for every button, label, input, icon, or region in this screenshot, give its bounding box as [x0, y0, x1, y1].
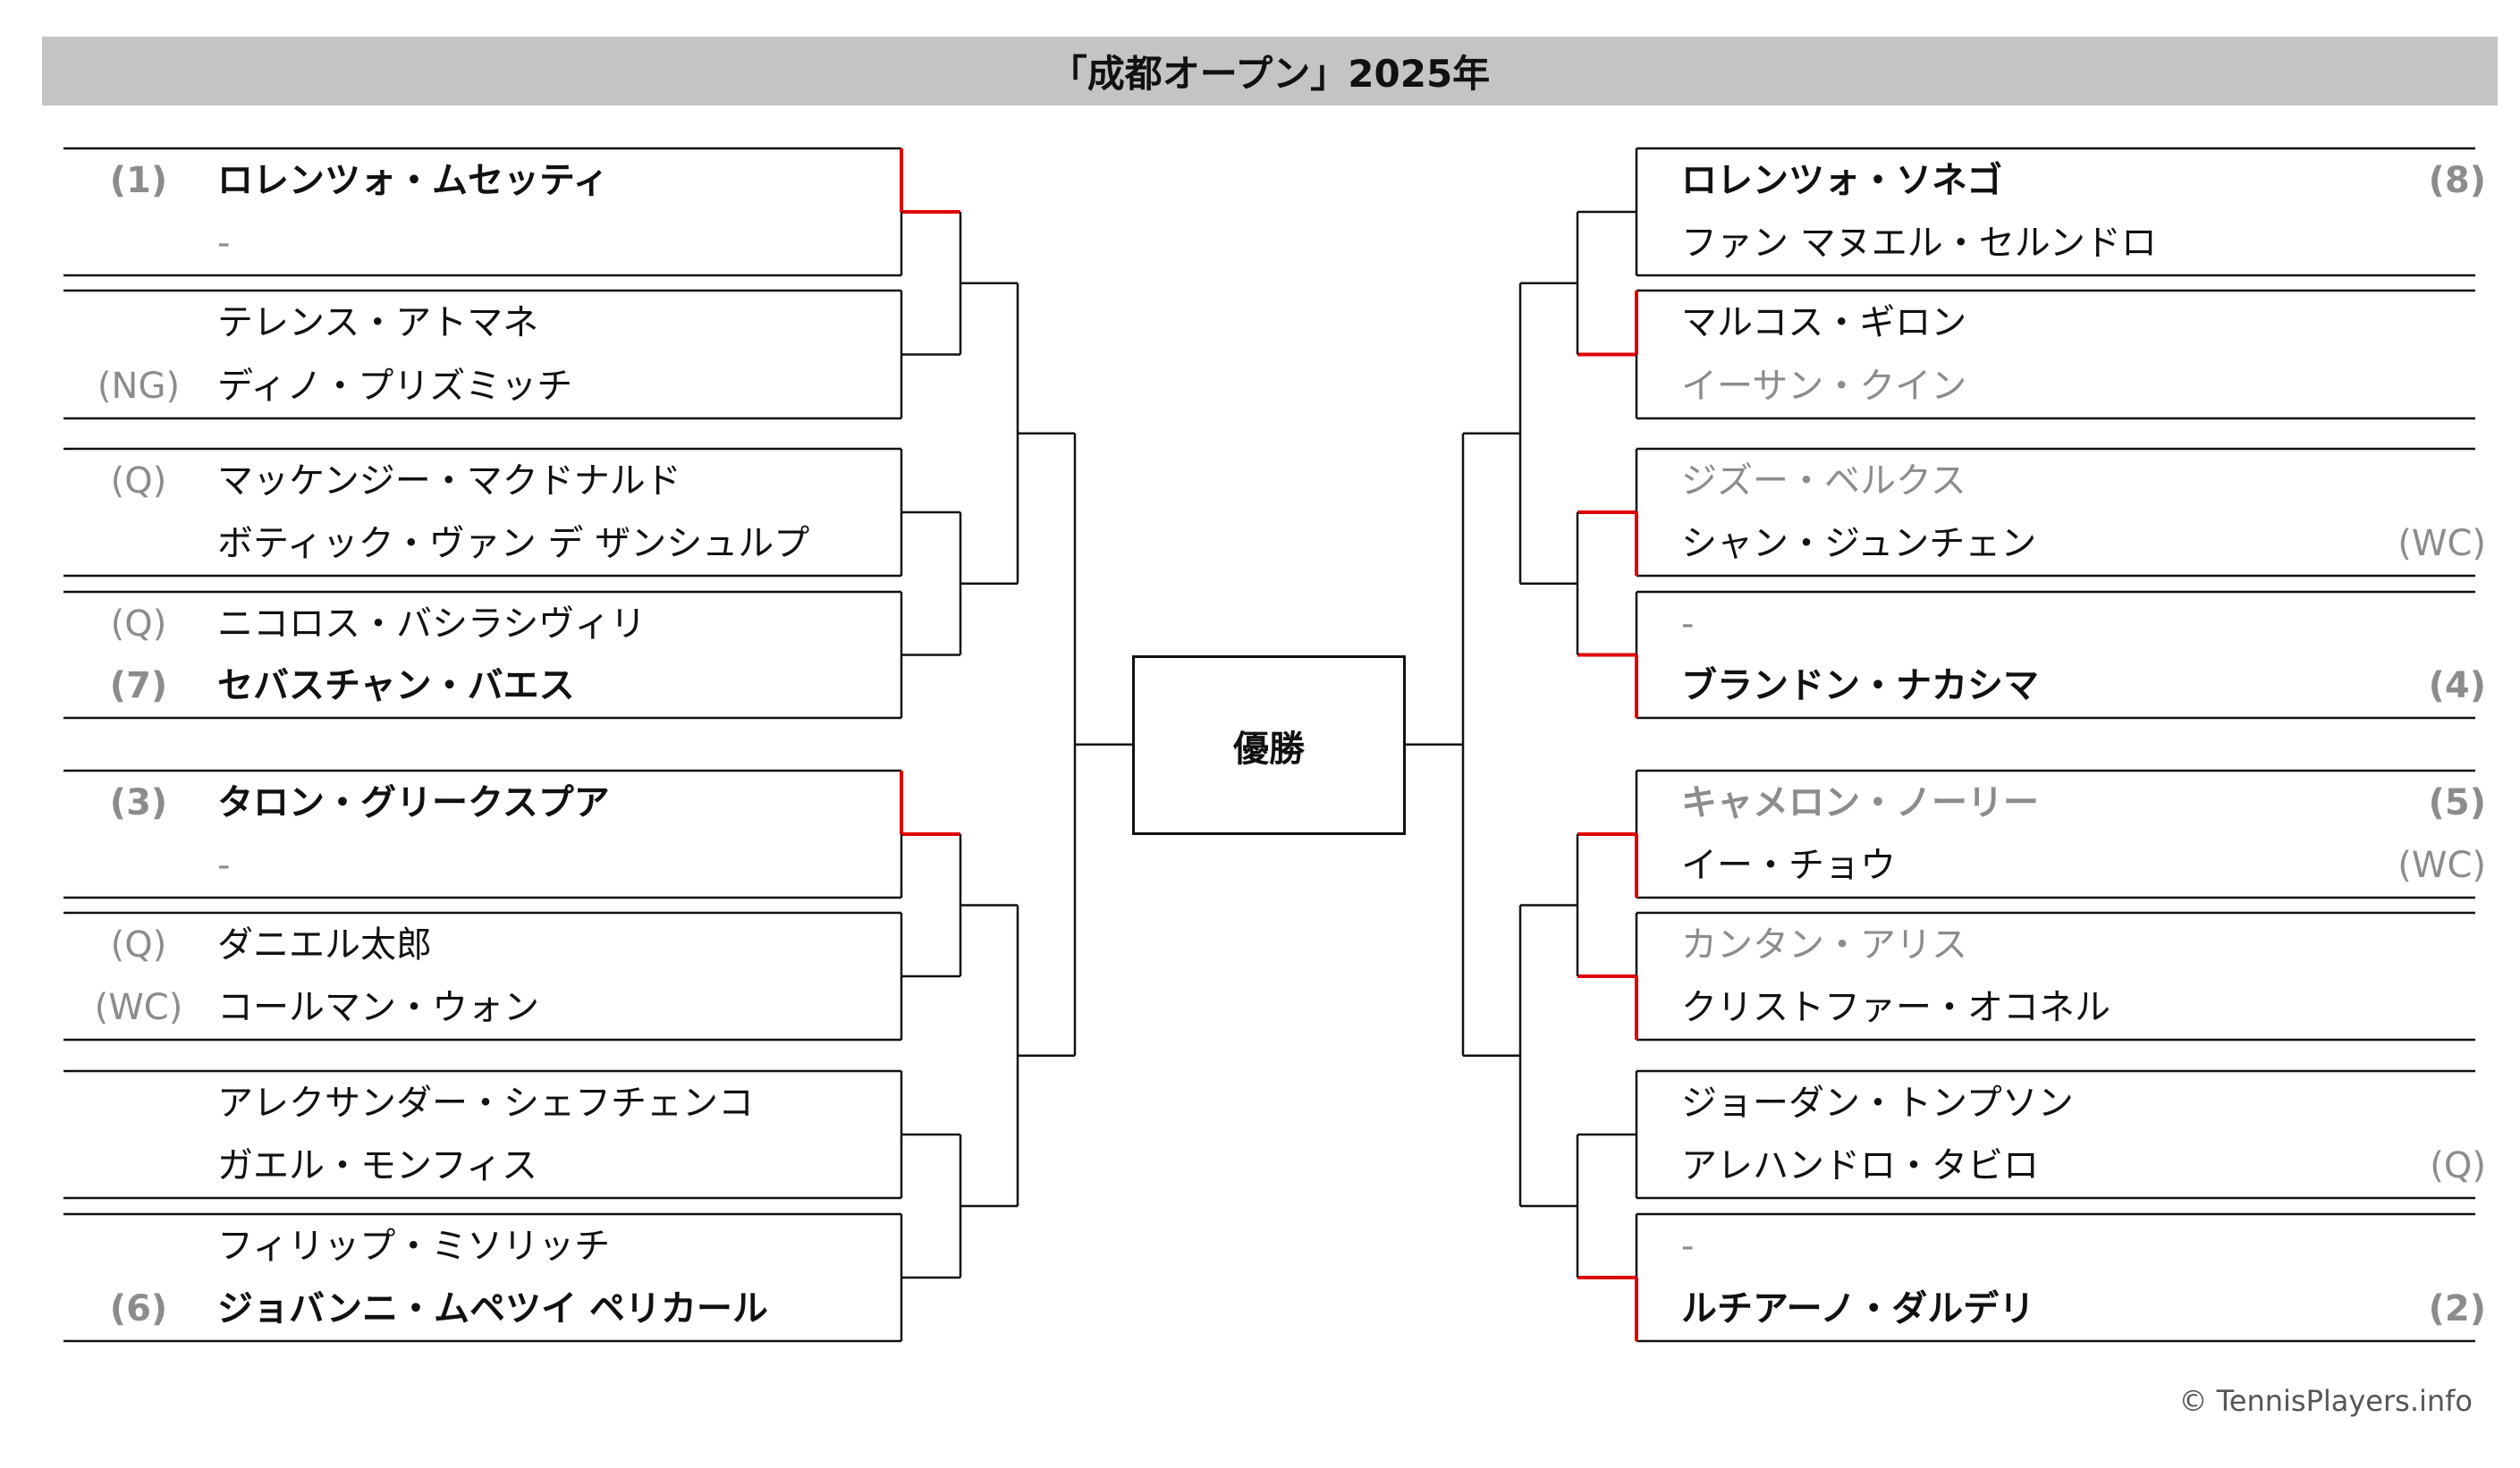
player-seed: (8)	[2428, 160, 2486, 201]
player-name: セバスチャン・バエス	[217, 665, 575, 706]
player-name: マルコス・ギロン	[1681, 302, 1967, 343]
player-name: アレハンドロ・タビロ	[1681, 1145, 2039, 1186]
player-name: -	[217, 223, 231, 264]
player-name: -	[1681, 1226, 1695, 1267]
player-seed: (4)	[2428, 665, 2486, 706]
player-seed: (WC)	[94, 987, 183, 1028]
player-name: イーサン・クイン	[1681, 366, 1967, 407]
player-name: コールマン・ウォン	[217, 987, 539, 1028]
player-name: ジョバンニ・ムペツイ ペリカール	[217, 1288, 768, 1329]
player-name: ファン マヌエル・セルンドロ	[1681, 223, 2157, 264]
player-seed: (1)	[109, 160, 168, 201]
player-name: ボティック・ヴァン デ ザンシュルプ	[217, 523, 810, 564]
player-seed: (Q)	[110, 603, 167, 645]
player-name: ダニエル太郎	[217, 924, 432, 966]
player-name: ディノ・プリズミッチ	[217, 366, 573, 407]
player-seed: (WC)	[2397, 523, 2486, 564]
player-seed: (Q)	[110, 924, 167, 966]
copyright-text: © TennisPlayers.info	[2178, 1384, 2473, 1418]
champion-label: 優勝	[1233, 728, 1305, 770]
player-seed: (WC)	[2397, 845, 2486, 886]
player-name: クリストファー・オコネル	[1681, 987, 2110, 1028]
player-name: -	[1681, 603, 1695, 645]
player-seed: (NG)	[97, 366, 181, 407]
page-title: 「成都オープン」2025年	[42, 37, 2498, 105]
player-name: キャメロン・ノーリー	[1681, 782, 2039, 823]
player-name: テレンス・アトマネ	[217, 302, 539, 343]
player-name: ルチアーノ・ダルデリ	[1681, 1288, 2035, 1329]
player-seed: (Q)	[110, 460, 167, 502]
champion-box: 優勝	[1132, 655, 1406, 835]
player-name: ロレンツォ・ムセッティ	[217, 160, 609, 201]
player-name: ガエル・モンフィス	[217, 1145, 537, 1186]
player-name: シャン・ジュンチェン	[1681, 523, 2037, 564]
player-name: -	[217, 845, 231, 886]
player-name: マッケンジー・マクドナルド	[217, 460, 681, 502]
player-name: ニコロス・バシラシヴィリ	[217, 603, 647, 645]
player-seed: (2)	[2428, 1288, 2486, 1329]
player-name: カンタン・アリス	[1681, 924, 1967, 966]
player-seed: (7)	[109, 665, 168, 706]
player-name: アレクサンダー・シェフチェンコ	[217, 1083, 754, 1124]
player-name: ロレンツォ・ソネゴ	[1681, 160, 2003, 201]
player-seed: (Q)	[2430, 1145, 2486, 1186]
player-name: タロン・グリークスプア	[217, 782, 610, 823]
player-seed: (3)	[109, 782, 168, 823]
player-name: フィリップ・ミソリッチ	[217, 1226, 611, 1267]
player-name: ジョーダン・トンプソン	[1681, 1083, 2074, 1124]
player-name: ジズー・ベルクス	[1681, 460, 1966, 502]
player-name: イー・チョウ	[1681, 845, 1896, 886]
player-seed: (6)	[109, 1288, 168, 1329]
player-name: ブランドン・ナカシマ	[1681, 665, 2039, 706]
player-seed: (5)	[2428, 782, 2486, 823]
